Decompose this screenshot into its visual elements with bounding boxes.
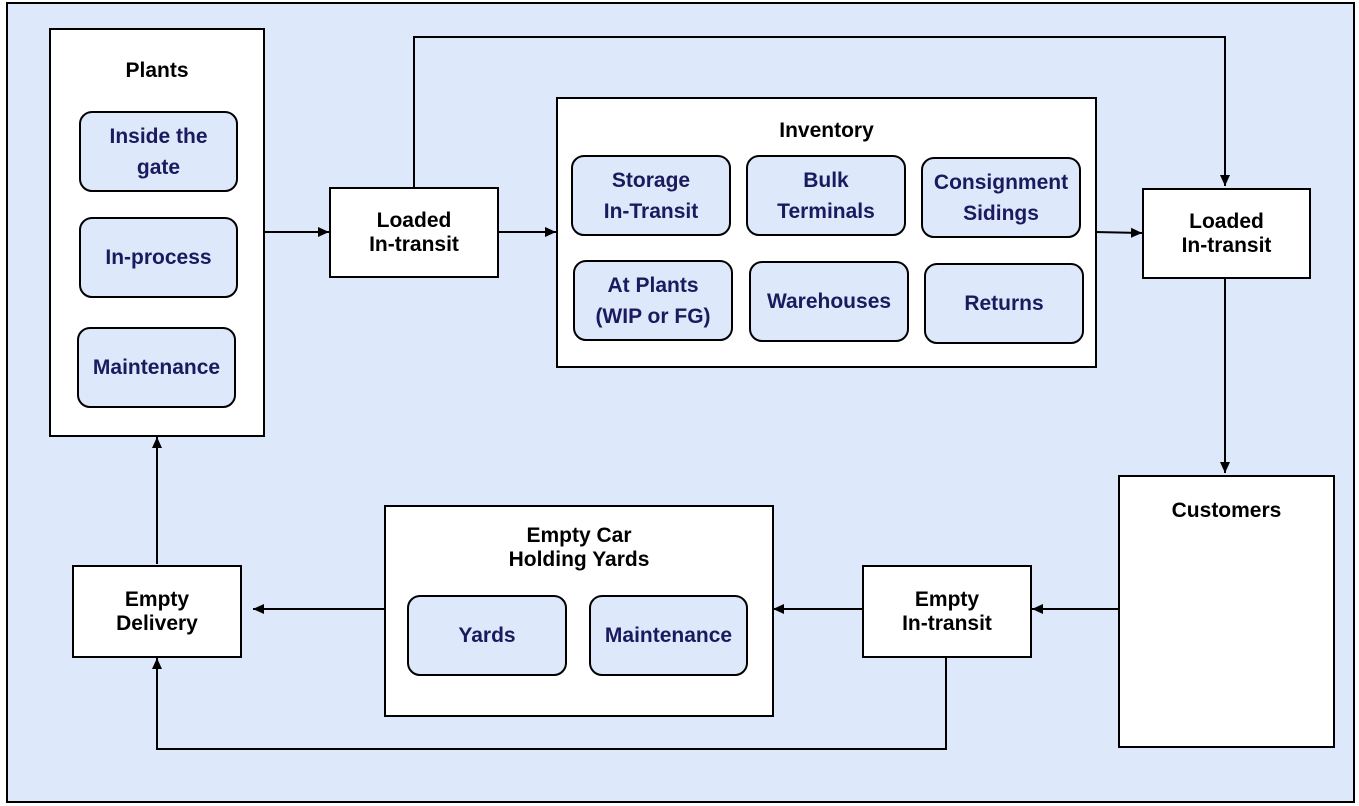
arrow-inventory-to-loaded-right (1094, 227, 1143, 238)
holding-yards-maintenance: Maintenance (589, 595, 748, 676)
plants-in-process: In-process (79, 217, 238, 298)
loaded-in-transit-left: Loaded In-transit (329, 187, 499, 278)
holding-yards-box: Empty Car Holding Yards Yards Maintenanc… (384, 505, 774, 717)
plants-maintenance: Maintenance (77, 327, 236, 408)
plants-title: Plants (125, 59, 189, 82)
inventory-at-plants: At Plants (WIP or FG) (573, 260, 733, 341)
customers-title: Customers (1171, 499, 1282, 522)
inventory-storage-in-transit: Storage In-Transit (571, 155, 731, 236)
empty-in-transit: Empty In-transit (862, 565, 1032, 658)
holding-yards-title: Empty Car Holding Yards (508, 524, 650, 571)
inventory-consignment-sidings: Consignment Sidings (921, 157, 1081, 238)
empty-delivery: Empty Delivery (72, 565, 242, 658)
diagram-canvas: Plants Inside the gate In-process Mainte… (6, 2, 1355, 803)
plants-inside-gate: Inside the gate (79, 111, 238, 192)
customers-box: Customers (1118, 475, 1335, 748)
inventory-returns: Returns (924, 263, 1084, 344)
connector-layer (152, 36, 1230, 750)
inventory-box: Inventory Storage In-Transit Bulk Termin… (556, 97, 1097, 368)
plants-box: Plants Inside the gate In-process Mainte… (49, 28, 265, 437)
holding-yards-yards: Yards (407, 595, 567, 676)
arrow-empty-transit-bypass-to-delivery (152, 656, 947, 750)
arrow-loaded-bypass-to-loaded-right (413, 36, 1230, 187)
inventory-bulk-terminals: Bulk Terminals (746, 155, 906, 236)
loaded-in-transit-right: Loaded In-transit (1142, 188, 1311, 279)
inventory-warehouses: Warehouses (749, 261, 909, 342)
inventory-title: Inventory (779, 119, 874, 142)
